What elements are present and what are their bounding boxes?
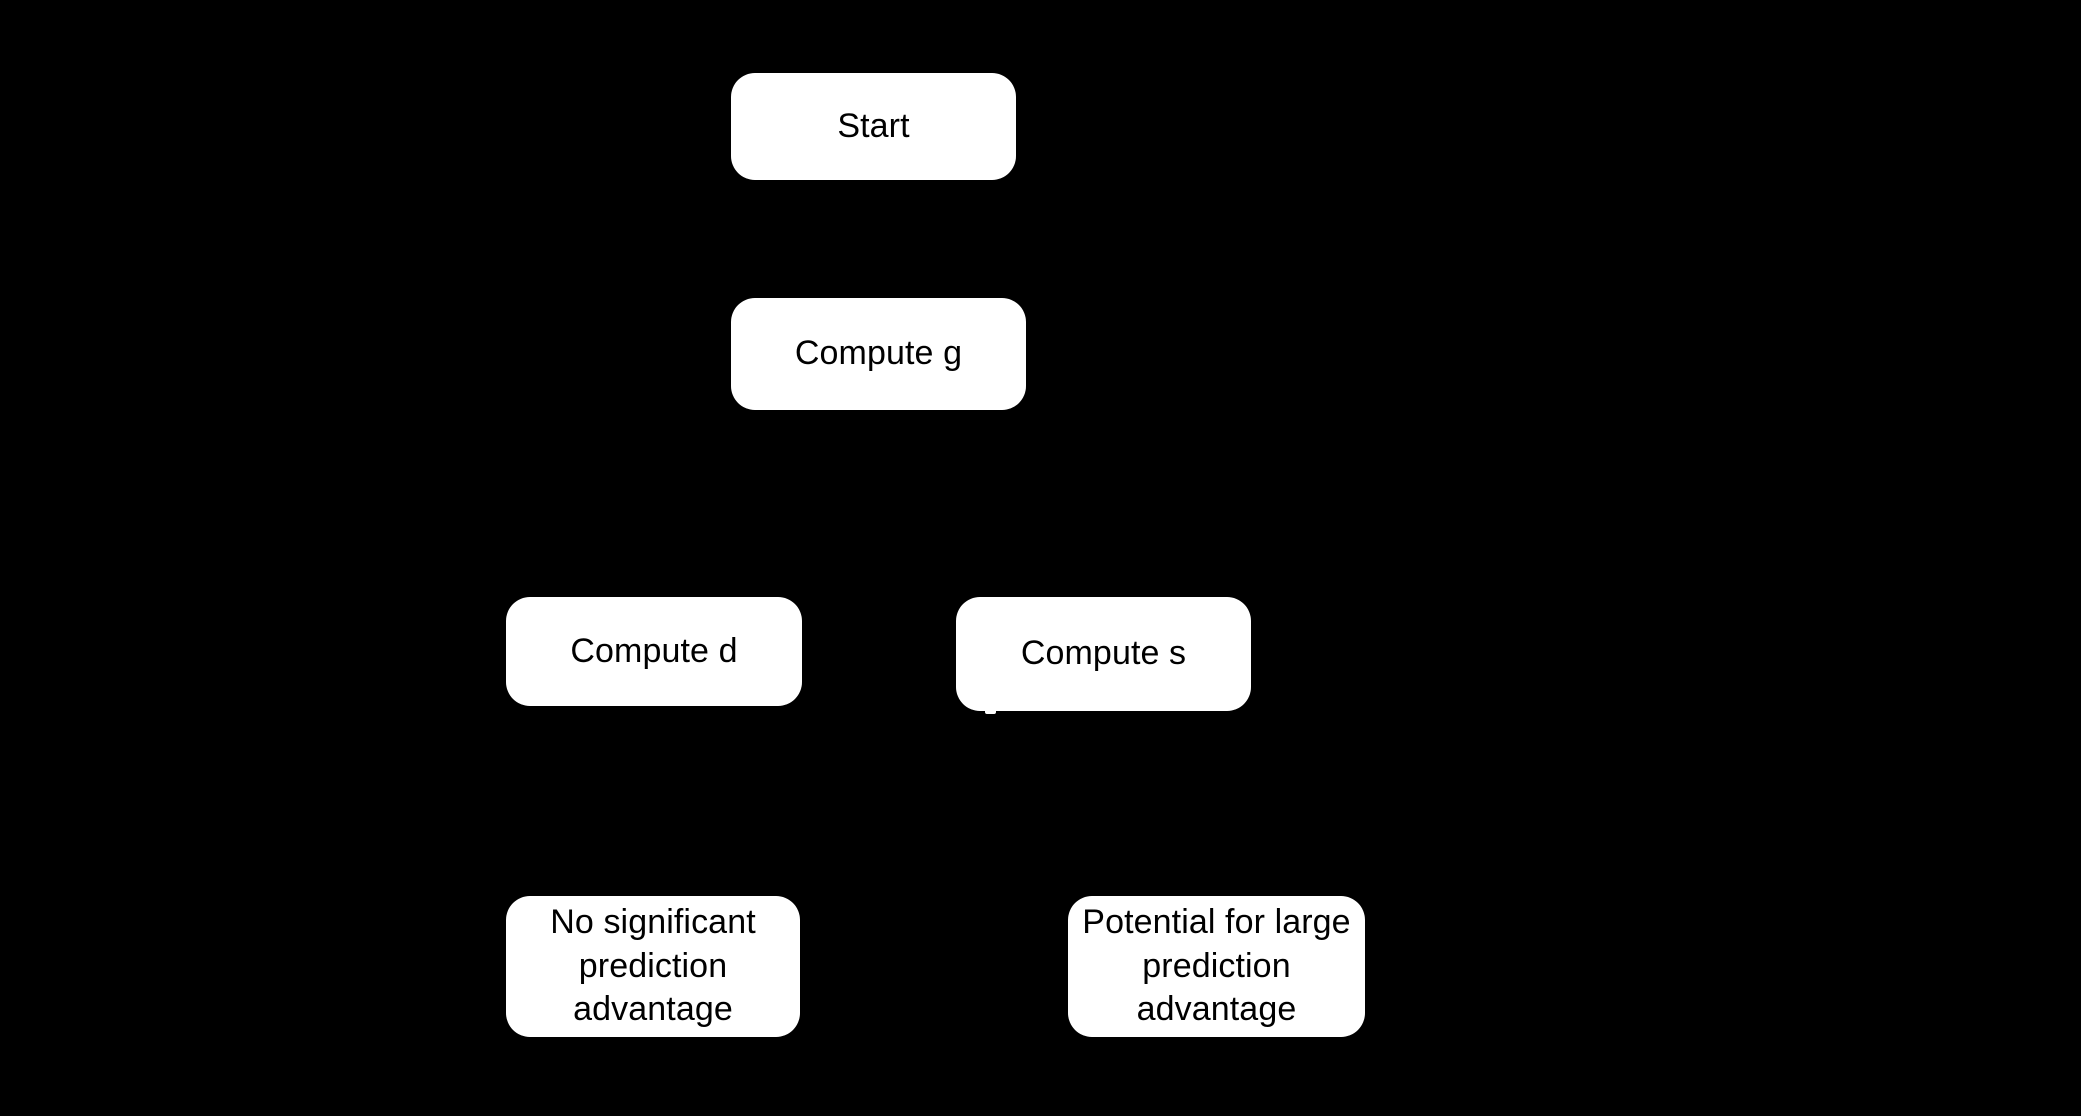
node-no-advantage-label: No significant prediction advantage [550,903,756,1029]
edge-label-fragment [985,709,996,714]
edge-compute-g-to-compute-s [876,410,1114,598]
node-compute-g-label: Compute g [794,334,963,373]
edge-compute-s-to-large-advantage [1101,711,1227,897]
node-no-significant-prediction-advantage[interactable]: No significant prediction advantage [506,896,800,1037]
node-start-label: Start [837,106,910,145]
node-compute-d-label: Compute d [570,631,738,670]
node-compute-g[interactable]: Compute g [731,298,1026,410]
node-compute-s-label: Compute s [1020,634,1187,673]
node-compute-d[interactable]: Compute d [506,597,802,706]
node-large-advantage-label: Potential for large prediction advantage [1082,903,1351,1029]
edge-compute-g-to-compute-d [643,410,880,598]
node-start[interactable]: Start [731,73,1016,180]
node-compute-s[interactable]: Compute s [956,597,1251,711]
node-potential-for-large-prediction-advantage[interactable]: Potential for large prediction advantage [1068,896,1365,1037]
